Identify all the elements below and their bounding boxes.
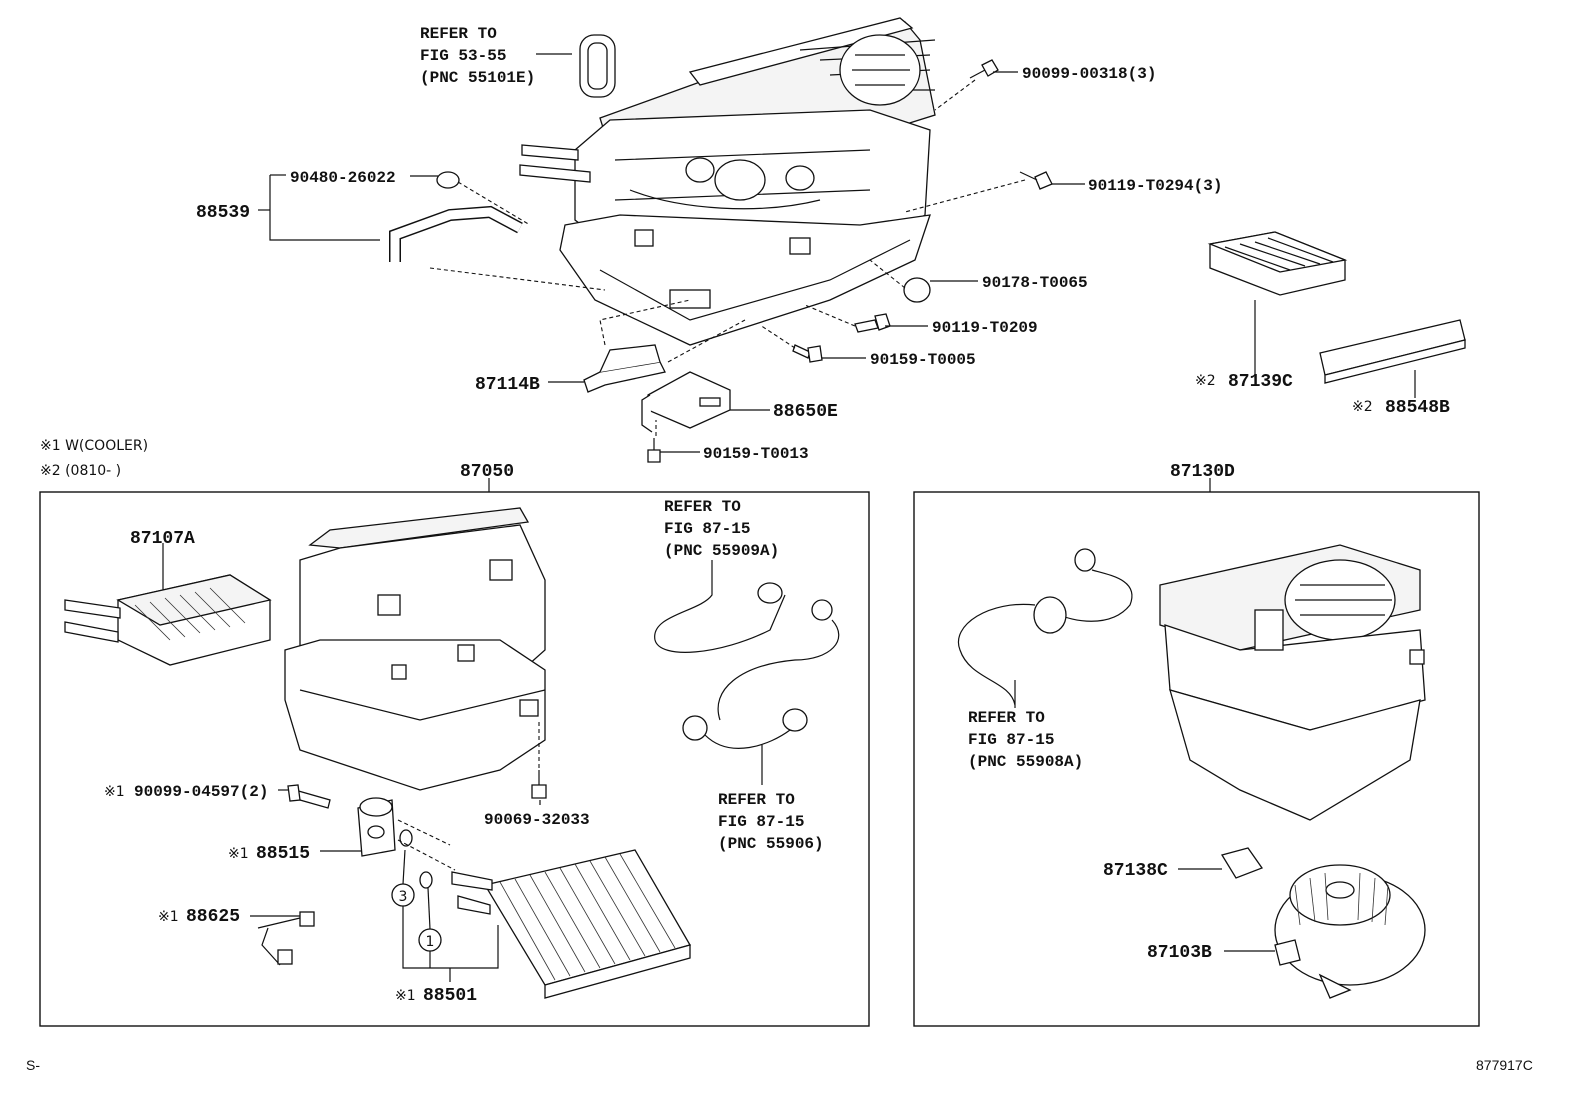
note-2-date: ※2 (0810- ) [40, 463, 121, 479]
part-label-88625-group[interactable]: ※1 88625 [158, 907, 240, 927]
refer-fig87b-label[interactable]: REFER TO FIG 87-15 (PNC 55906) [718, 791, 824, 853]
refer-fig87b-line3: (PNC 55906) [718, 835, 824, 853]
part-label-87139c-group[interactable]: ※2 87139C [1195, 372, 1293, 392]
part-label-88539[interactable]: 88539 [196, 203, 250, 223]
hose-88539-drawing [389, 171, 523, 262]
part-label-90178-t0065[interactable]: 90178-T0065 [982, 274, 1088, 292]
refer-fig87c-line1: REFER TO [968, 709, 1045, 727]
part-label-88501[interactable]: 88501 [423, 986, 477, 1006]
fasteners-top-drawing [792, 59, 1053, 363]
heater-core-87107a-drawing [64, 574, 272, 666]
kit-87050-frame [39, 491, 870, 1027]
marker-1-88501: ※1 [395, 988, 416, 1004]
refer-fig87a-line1: REFER TO [664, 498, 741, 516]
blower-case-87130d-drawing [1159, 544, 1426, 821]
expansion-valve-88515-drawing [357, 797, 396, 857]
refer-fig53-line1: REFER TO [420, 25, 497, 43]
wire-harness-55908a-drawing [957, 548, 1133, 706]
refer-fig53-line3: (PNC 55101E) [420, 69, 535, 87]
heater-unit-87050-drawing [284, 507, 546, 791]
marker-2-88548b: ※2 [1352, 399, 1373, 415]
resistor-87138c-drawing [1220, 847, 1264, 879]
part-label-90099-04597-group[interactable]: ※1 90099-04597(2) [104, 783, 268, 801]
bracket-87114b-drawing [583, 344, 666, 393]
callout-circle-1: 1 [418, 928, 442, 952]
part-label-87138c[interactable]: 87138C [1103, 861, 1168, 881]
harness-88625-drawing [257, 911, 315, 966]
part-label-87139c[interactable]: 87139C [1228, 372, 1293, 392]
refer-fig87c-label[interactable]: REFER TO FIG 87-15 (PNC 55908A) [968, 709, 1083, 771]
part-label-88625[interactable]: 88625 [186, 907, 240, 927]
cover-88548b-drawing [1319, 319, 1466, 384]
part-label-90159-t0013[interactable]: 90159-T0013 [703, 445, 809, 463]
amplifier-88650e-drawing [641, 371, 731, 433]
callout-3-label: 3 [399, 889, 408, 905]
callout-1-label: 1 [426, 934, 435, 950]
callout-circle-3: 3 [391, 883, 415, 907]
part-label-87130d[interactable]: 87130D [1170, 462, 1235, 482]
footer-left-code: S- [26, 1057, 40, 1073]
bolt-90099-04597-drawing [287, 784, 331, 809]
part-label-88501-group[interactable]: ※1 88501 [395, 986, 477, 1006]
refer-fig87a-label[interactable]: REFER TO FIG 87-15 (PNC 55909A) [664, 498, 779, 560]
refer-fig53-line2: FIG 53-55 [420, 47, 506, 65]
marker-1-88515: ※1 [228, 846, 249, 862]
marker-1-88625: ※1 [158, 909, 179, 925]
blower-motor-87103b-drawing [1274, 864, 1426, 999]
refer-fig87b-line1: REFER TO [718, 791, 795, 809]
part-label-88515[interactable]: 88515 [256, 844, 310, 864]
part-label-90159-t0005[interactable]: 90159-T0005 [870, 351, 976, 369]
part-label-90099-04597[interactable]: 90099-04597(2) [134, 783, 268, 801]
evaporator-88501-drawing [451, 849, 691, 999]
part-label-90069-32033[interactable]: 90069-32033 [484, 811, 590, 829]
part-label-90119-t0294[interactable]: 90119-T0294(3) [1088, 177, 1222, 195]
note-1-cooler: ※1 W(COOLER) [40, 438, 148, 454]
refer-fig87c-line2: FIG 87-15 [968, 731, 1054, 749]
refer-fig87b-line2: FIG 87-15 [718, 813, 804, 831]
part-label-88515-group[interactable]: ※1 88515 [228, 844, 310, 864]
marker-2-87139c: ※2 [1195, 373, 1216, 389]
filter-87139c-drawing [1207, 231, 1348, 296]
wire-harness-55909a-drawing [654, 560, 840, 749]
refer-fig87a-line2: FIG 87-15 [664, 520, 750, 538]
screw-90069-32033-drawing [531, 770, 547, 799]
part-label-88548b-group[interactable]: ※2 88548B [1352, 398, 1450, 418]
part-label-88650e[interactable]: 88650E [773, 402, 838, 422]
refer-fig87c-line3: (PNC 55908A) [968, 753, 1083, 771]
refer-fig53-label[interactable]: REFER TO FIG 53-55 (PNC 55101E) [420, 25, 535, 87]
part-label-87107a[interactable]: 87107A [130, 529, 195, 549]
screw-90159-t0013-drawing [647, 438, 661, 463]
part-label-90099-00318[interactable]: 90099-00318(3) [1022, 65, 1156, 83]
part-label-87114b[interactable]: 87114B [475, 375, 540, 395]
part-label-88548b[interactable]: 88548B [1385, 398, 1450, 418]
kit-87130d-frame [913, 491, 1480, 1027]
part-label-87050[interactable]: 87050 [460, 462, 514, 482]
heater-unit-assembly-drawing [519, 17, 936, 346]
refer-fig87a-line3: (PNC 55909A) [664, 542, 779, 560]
footer-figure-id: 877917C [1476, 1057, 1533, 1073]
part-label-90480-26022[interactable]: 90480-26022 [290, 169, 396, 187]
part-label-90119-t0209[interactable]: 90119-T0209 [932, 319, 1038, 337]
part-label-87103b[interactable]: 87103B [1147, 943, 1212, 963]
marker-1-90099-04597: ※1 [104, 784, 125, 800]
